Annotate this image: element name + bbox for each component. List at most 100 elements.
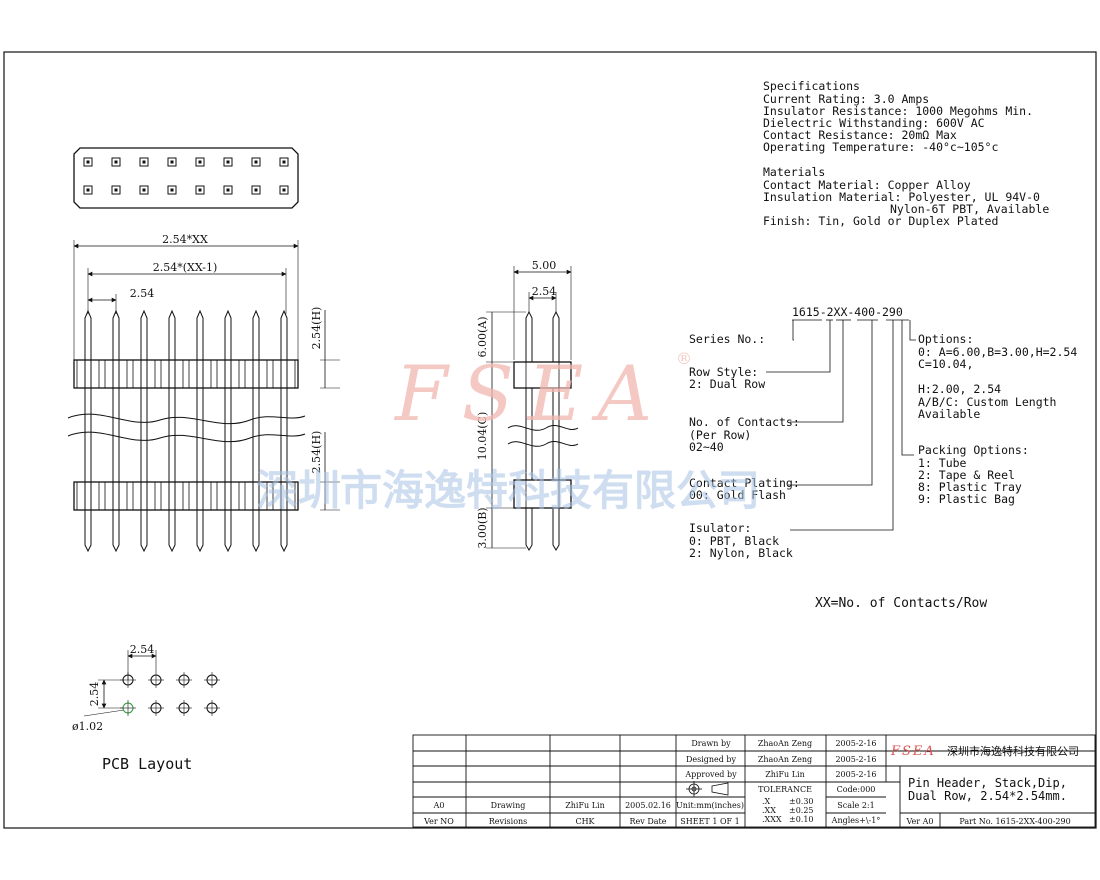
pin-square-icon [251,185,261,195]
pin [244,309,268,553]
tol-x: .X [762,797,771,806]
insulator-value: 2: Nylon, Black [689,546,793,560]
pin-square-icon [139,185,149,195]
pcb-hole-icon [120,700,136,716]
pin-square-icon [167,185,177,195]
header-rev-date: Rev Date [630,817,667,826]
pin [272,309,296,553]
pcb-dim-y: 2.54 [88,682,101,707]
pcb-hole-icon [176,700,192,716]
dim-height-top: 2.54(H) [310,307,323,350]
pcb-layout: 2.54 2.54 ø1.02 PCB Layout [72,643,220,773]
pcb-dim-x: 2.54 [130,643,155,656]
pcb-hole-icon [204,700,220,716]
pin-square-icon [195,185,205,195]
options-value: H:2.00, 2.54 [918,382,1001,396]
watermark-chinese: 深圳市海逸特科技有限公司 [256,466,760,515]
company-logo: FSEA [890,744,936,759]
packing-value: 9: Plastic Bag [918,492,1015,506]
pin-square-icon [251,157,261,167]
drawn-name: ZhaoAn Zeng [758,739,812,748]
tol-xx: .XX [762,806,776,815]
dim-side-width: 5.00 [532,259,557,272]
dim-height-bottom: 2.54(H) [310,431,323,474]
specifications: Specifications Current Rating: 3.0 Amps … [763,79,1049,228]
dim-side-a: 6.00(A) [476,316,489,357]
pin-square-icon [223,157,233,167]
rev-checker: ZhiFu Lin [565,801,605,810]
pin-square-icon [195,157,205,167]
pin-square-icon [167,157,177,167]
header-revisions: Revisions [489,817,528,826]
insulator-value: 0: PBT, Black [689,534,779,548]
rev-date: 2005.02.16 [625,801,671,810]
options-label: Options: [918,332,973,346]
dim-side-b: 3.00(B) [476,507,489,548]
title-block-text: Drawn by ZhaoAn Zeng 2005-2-16 Designed … [423,739,1079,826]
material-line: Nylon-6T PBT, Available [890,202,1049,216]
sheet-border [3,51,1097,829]
tol-x-val: ±0.30 [789,797,814,806]
approved-name: ZhiFu Lin [765,770,805,779]
pcb-hole-icon [176,672,192,688]
approved-label: Approved by [684,770,737,779]
pcb-hole-icon [148,700,164,716]
spec-line: Current Rating: 3.0 Amps [763,92,929,106]
watermark-registered: ® [676,349,692,368]
spec-line: Contact Resistance: 20mΩ Max [763,128,957,142]
contacts-note: (Per Row) [689,428,751,442]
pin-square-icon [279,185,289,195]
company-name: 深圳市海逸特科技有限公司 [947,744,1079,758]
pcb-hole-icon [204,672,220,688]
pin [216,309,240,553]
contacts-range: 02~40 [689,440,724,454]
front-view: 2.54*XX 2.54*(XX-1) 2.54 2.54(H) 2.54(H) [67,233,340,553]
pin-square-icon [279,157,289,167]
front-view-pins [76,309,296,553]
part-number-breakdown: 1615-2XX-400-290 Series No.: Row Style: … [689,305,1077,611]
tol-xxx-val: ±0.10 [789,815,814,824]
part-code: 1615-2XX-400-290 [792,305,903,319]
product-line2: Dual Row, 2.54*2.54mm. [908,789,1067,803]
title-block [412,734,1096,828]
material-line: Finish: Tin, Gold or Duplex Plated [763,214,998,228]
dim-side-pitch: 2.54 [532,285,557,298]
spec-line: Operating Temperature: -40°c~105°c [763,140,998,154]
watermark: FSEA ® 深圳市海逸特科技有限公司 [256,349,760,515]
top-view [73,147,299,209]
header-ver-no: Ver NO [423,817,454,826]
dim-pitch-span: 2.54*(XX-1) [153,261,218,274]
projection-symbol-icon [686,781,729,797]
materials-title: Materials [763,165,825,179]
packing-value: 8: Plastic Tray [918,480,1022,494]
designed-date: 2005-2-16 [835,755,876,764]
plating-value: 00: Gold Flash [689,488,786,502]
tol-xxx: .XXX [762,815,782,824]
designed-name: ZhaoAn Zeng [758,755,812,764]
options-value: C=10.04, [918,357,973,371]
pin [188,309,212,553]
options-value: 0: A=6.00,B=3.00,H=2.54 [918,345,1077,359]
pin [160,309,184,553]
pin-square-icon [83,185,93,195]
options-value: Available [918,407,980,421]
packing-value: 2: Tape & Reel [918,468,1015,482]
pin-square-icon [111,157,121,167]
pin-square-icon [223,185,233,195]
version: Ver A0 [905,817,933,826]
options-value: A/B/C: Custom Length [918,395,1056,409]
side-view: 5.00 2.54 6.00(A) 10.04(C) 3.00(B) [476,259,579,551]
spec-line: Insulator Resistance: 1000 Megohms Min. [763,104,1033,118]
pin-square-icon [111,185,121,195]
dim-total-width: 2.54*XX [162,233,208,246]
code: Code:000 [837,785,876,794]
rev-version: A0 [433,801,445,810]
pin-square-icon [83,157,93,167]
rev-description: Drawing [491,801,526,810]
drawn-label: Drawn by [691,739,731,748]
material-line: Insulation Material: Polyester, UL 94V-0 [763,190,1040,204]
angles: Angles+\-1° [831,816,881,825]
approved-date: 2005-2-16 [835,770,876,779]
dim-pitch: 2.54 [130,287,155,300]
pcb-hole-icon [120,672,136,688]
